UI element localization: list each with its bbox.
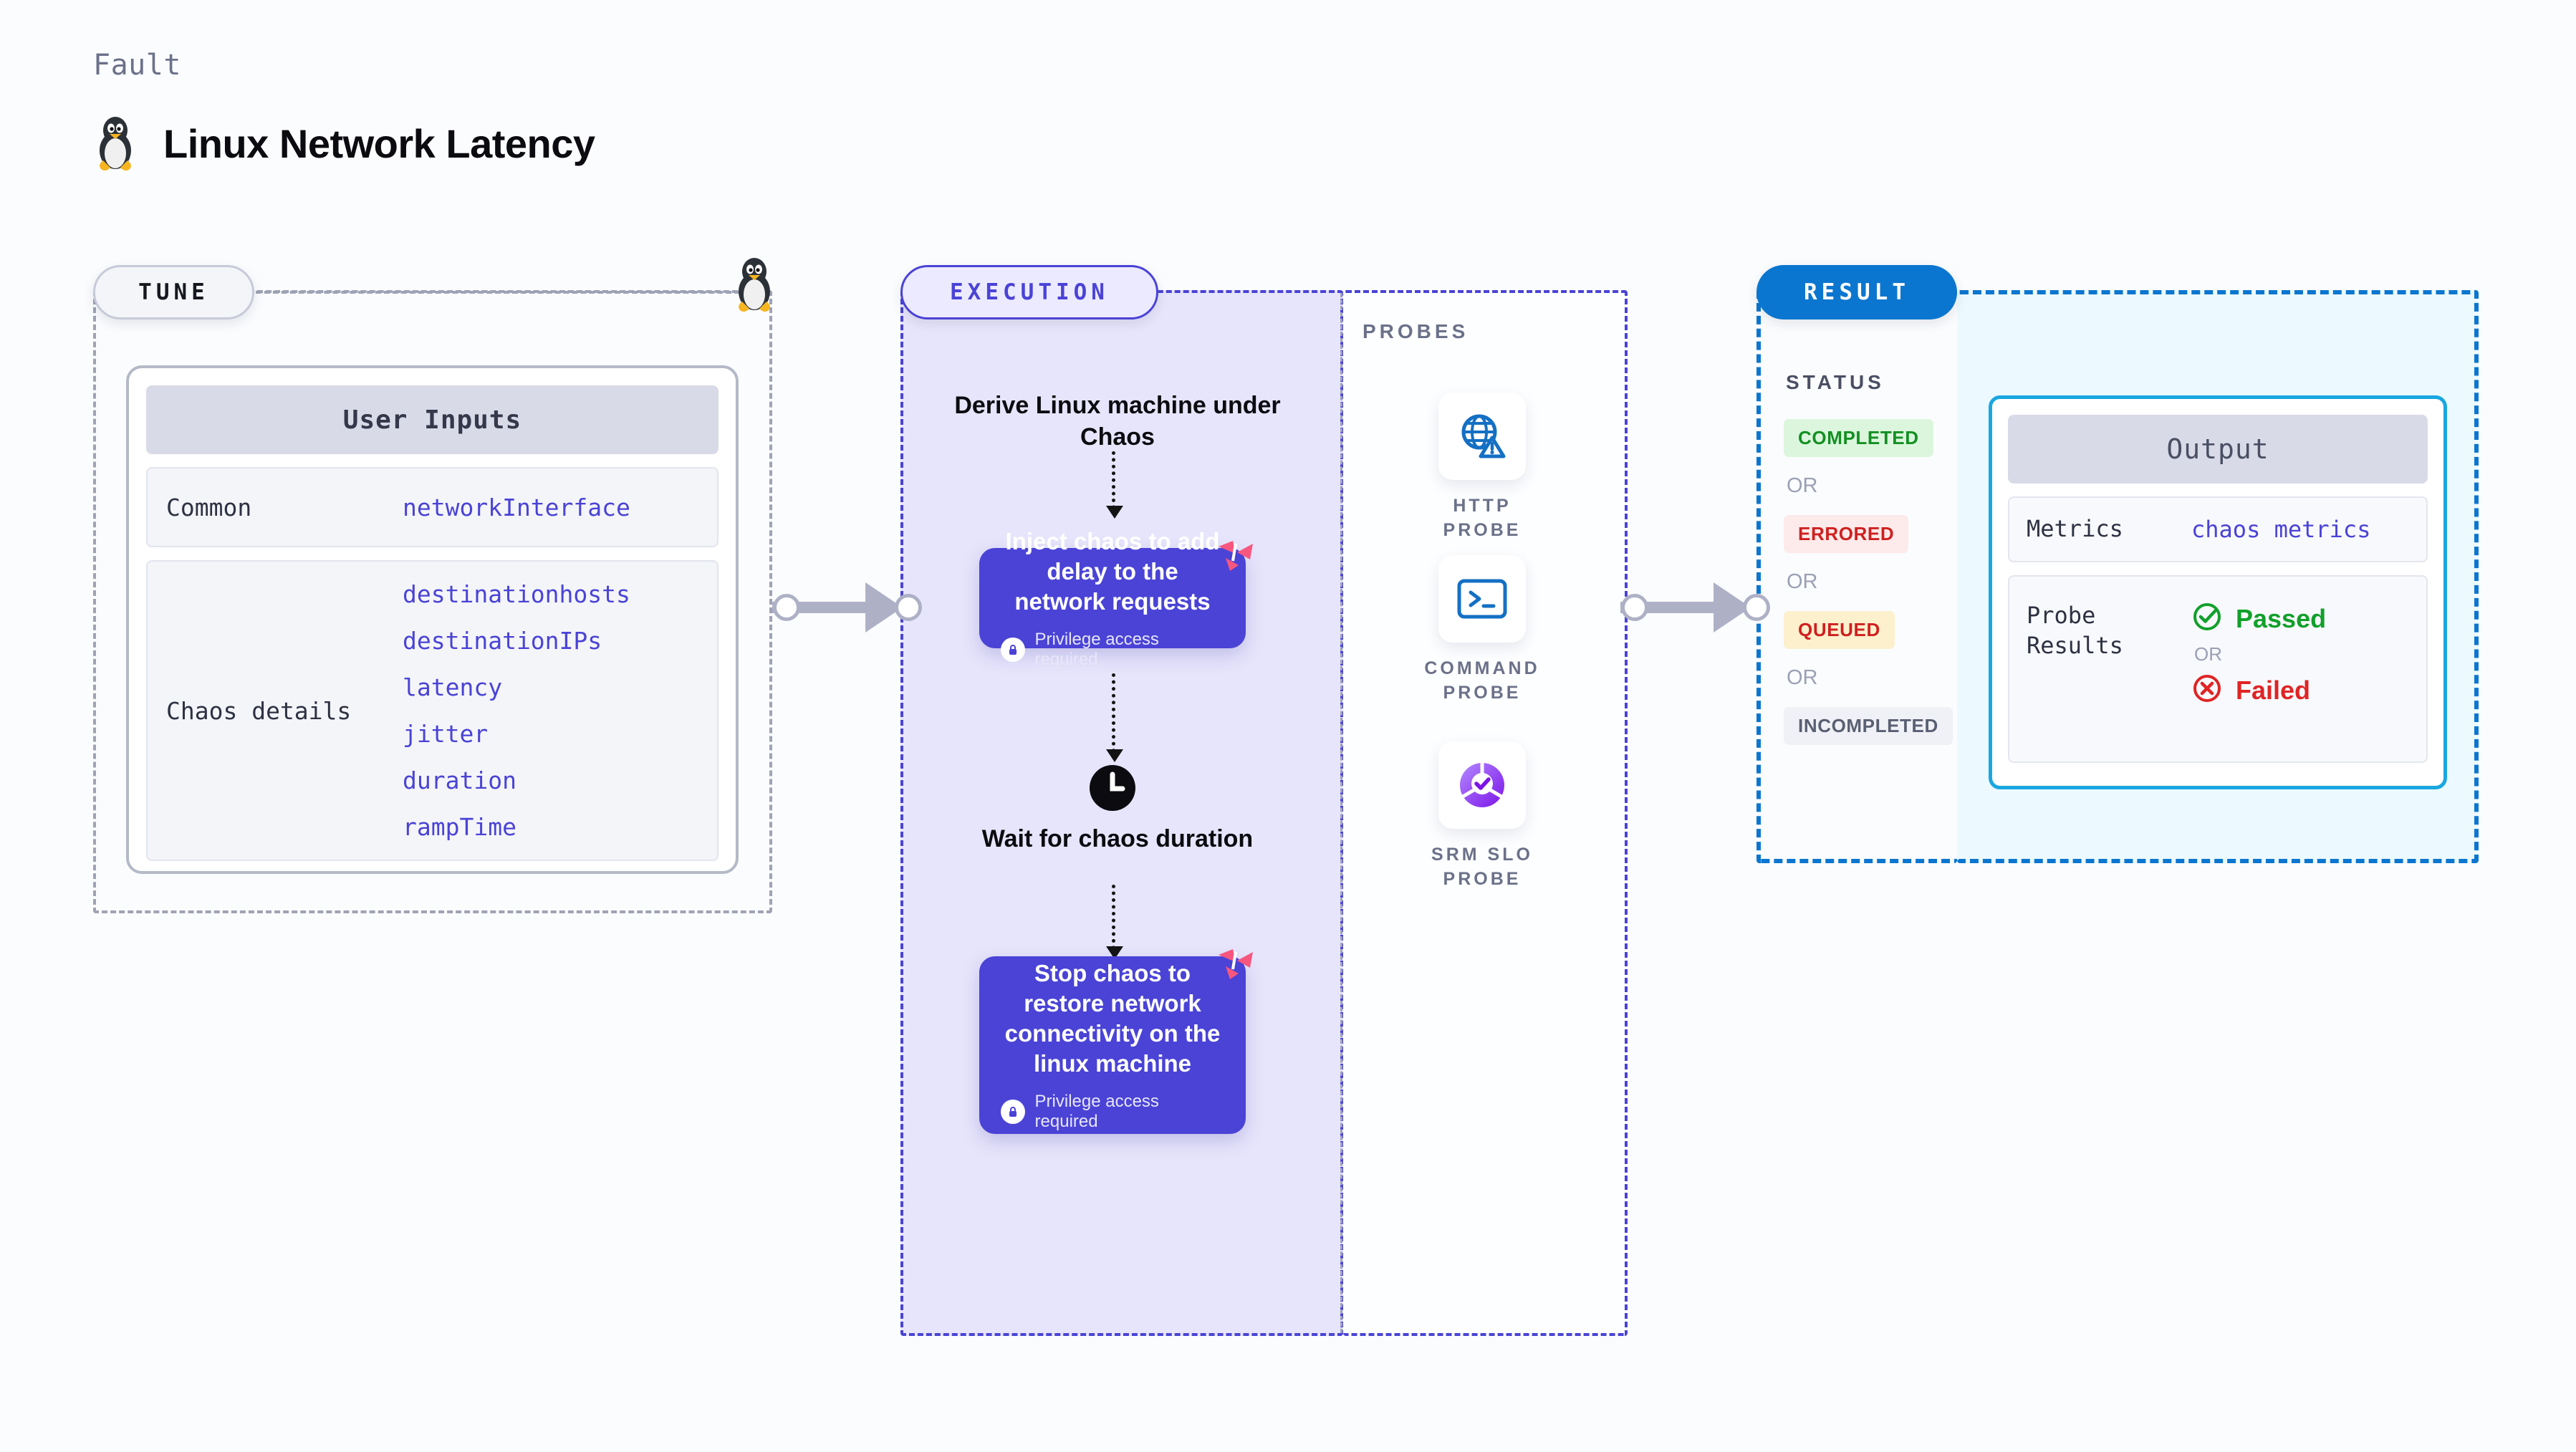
metrics-value[interactable]: chaos metrics [2191,516,2371,543]
user-inputs-title: User Inputs [146,385,719,454]
output-row-probe-results: Probe Results Passed OR [2008,575,2428,763]
status-badge-incompleted: INCOMPLETED [1784,707,1953,745]
probe-item-srm-slo[interactable]: SRM SLO PROBE [1410,741,1554,892]
page-kicker: Fault [93,49,181,82]
check-circle-icon [2191,601,2223,636]
status-or-label: OR [1787,570,1818,593]
flow-arrow-tune-to-execution [772,582,923,633]
flow-connector-dotted [1106,673,1123,762]
probe-label: HTTP PROBE [1443,496,1522,540]
tune-lead-line [256,291,757,294]
failed-label: Failed [2236,675,2311,705]
execution-chaos-step-inject[interactable]: Inject chaos to add delay to the network… [979,528,1246,669]
probe-result-or-label: OR [2194,643,2222,665]
probe-label: SRM SLO PROBE [1431,845,1533,889]
probe-result-values: Passed OR Failed [2191,601,2326,708]
section-pill-result[interactable]: RESULT [1756,265,1957,319]
flow-connector-dotted [1106,451,1123,519]
privilege-note-text: Privilege access required [1034,1092,1159,1132]
row-label: Metrics [2027,515,2123,543]
privilege-note: Privilege access required [1001,630,1224,670]
user-inputs-card: User Inputs Common networkInterface Chao… [126,365,739,874]
flow-connector-dotted [1106,885,1123,959]
terminal-prompt-icon [1438,555,1526,643]
arrow-start-dot [1621,594,1648,621]
status-badge-completed: COMPLETED [1784,419,1933,457]
section-pill-tune[interactable]: TUNE [93,265,254,319]
probe-item-http[interactable]: HTTP PROBE [1410,393,1554,543]
passed-label: Passed [2236,603,2327,633]
row-values: networkInterface [403,494,630,521]
privilege-note: Privilege access required [1001,1092,1224,1132]
clock-icon [1087,763,1138,817]
page-title-row: Linux Network Latency [93,115,595,172]
probes-section-label: PROBES [1363,320,1469,342]
output-card: Output Metrics chaos metrics Probe Resul… [1989,395,2447,789]
arrow-end-dot [895,594,922,621]
execution-chaos-step-stop[interactable]: Stop chaos to restore network connectivi… [979,956,1246,1134]
section-pill-execution[interactable]: EXECUTION [900,265,1158,319]
row-label: Chaos details [166,696,352,725]
linux-penguin-icon [93,115,138,172]
row-values: destinationhosts destinationIPs latency … [403,580,630,841]
status-badge-queued: QUEUED [1784,611,1895,649]
input-param[interactable]: jitter [403,720,489,748]
output-row-metrics: Metrics chaos metrics [2008,496,2428,562]
probe-result-passed: Passed [2191,601,2326,636]
execution-step-title: Wait for chaos duration [981,825,1254,852]
input-param[interactable]: networkInterface [403,493,630,521]
slo-check-donut-icon [1438,741,1526,829]
input-param[interactable]: destinationhosts [403,580,630,608]
harness-logo-icon [1214,534,1257,577]
input-param[interactable]: duration [403,766,516,794]
input-param[interactable]: rampTime [403,813,516,841]
lock-icon [1001,1100,1025,1125]
status-heading: STATUS [1786,371,1885,393]
status-or-label: OR [1787,474,1818,497]
output-title: Output [2008,415,2428,484]
probe-label: COMMAND PROBE [1424,658,1540,703]
user-inputs-row-common: Common networkInterface [146,467,719,547]
status-or-label: OR [1787,666,1818,689]
status-badge-errored: ERRORED [1784,515,1909,553]
page-title: Linux Network Latency [163,120,595,166]
privilege-note-text: Privilege access required [1034,630,1159,670]
x-circle-icon [2191,673,2223,708]
linux-penguin-icon [732,256,777,317]
harness-logo-icon [1214,942,1257,985]
probe-result-failed: Failed [2191,673,2326,708]
row-label: Common [166,493,252,521]
input-param[interactable]: latency [403,673,503,701]
row-label: Probe Results [2027,602,2123,659]
step-text: Inject chaos to add delay to the network… [1005,527,1220,615]
step-text: Stop chaos to restore network connectivi… [1004,959,1221,1077]
globe-warning-icon [1438,393,1526,480]
user-inputs-row-chaos-details: Chaos details destinationhosts destinati… [146,560,719,861]
probe-item-command[interactable]: COMMAND PROBE [1410,555,1554,706]
arrow-end-dot [1743,594,1770,621]
arrow-start-dot [773,594,800,621]
flow-arrow-execution-to-result [1620,582,1771,633]
status-options-list: COMPLETED OR ERRORED OR QUEUED OR INCOMP… [1784,419,1963,745]
lock-icon [1001,638,1025,663]
execution-step-title: Derive Linux machine under Chaos [954,392,1281,451]
input-param[interactable]: destinationIPs [403,627,602,655]
